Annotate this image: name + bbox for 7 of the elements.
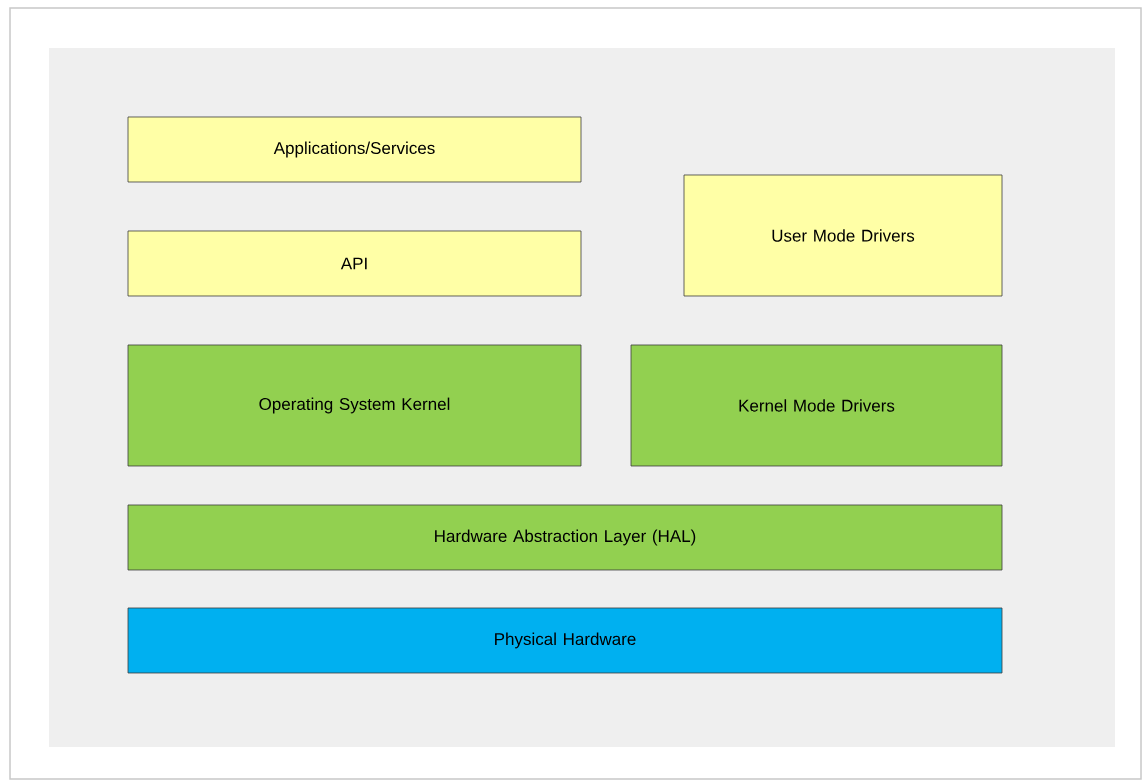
- layer-box: Kernel Mode Drivers: [630, 344, 1003, 467]
- layer-box: Hardware Abstraction Layer (HAL): [127, 504, 1003, 571]
- layer-box: User Mode Drivers: [683, 174, 1003, 297]
- layer-box: Physical Hardware: [127, 607, 1003, 674]
- layer-box: API: [127, 230, 582, 297]
- layer-box: Operating System Kernel: [127, 344, 582, 467]
- layer-box: Applications/Services: [127, 116, 582, 183]
